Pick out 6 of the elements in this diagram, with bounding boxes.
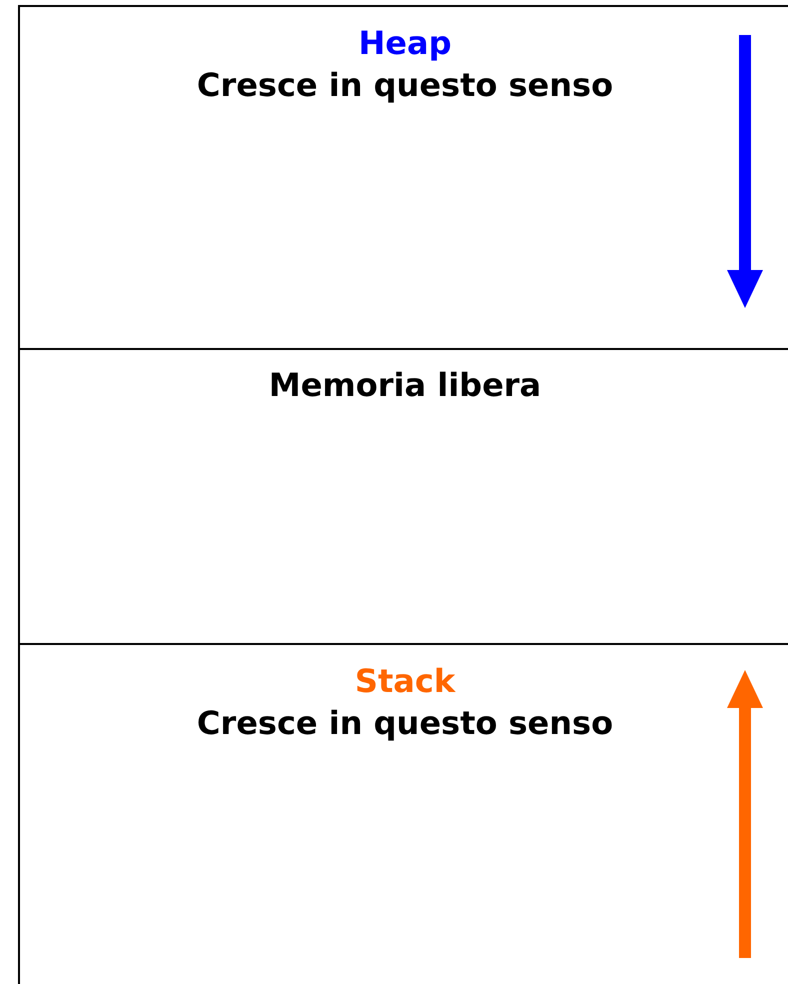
region-heading: Stack bbox=[354, 662, 456, 700]
memory-region bbox=[18, 5, 788, 350]
region-label: Cresce in questo senso bbox=[196, 704, 614, 742]
region-label: Memoria libera bbox=[268, 366, 542, 404]
region-label: Cresce in questo senso bbox=[196, 66, 614, 104]
region-heading: Heap bbox=[358, 24, 452, 62]
